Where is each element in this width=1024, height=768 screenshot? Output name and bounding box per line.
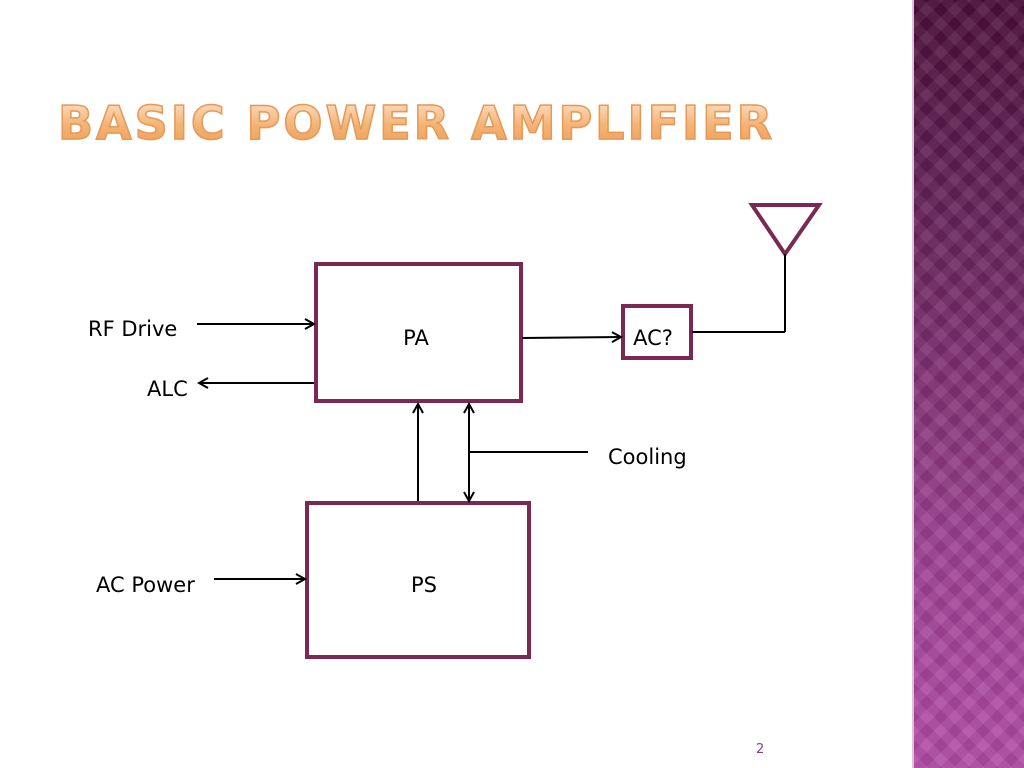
rf-drive-label: RF Drive: [88, 317, 177, 341]
ac-block-label: AC?: [633, 326, 673, 350]
ac-power-label: AC Power: [96, 573, 195, 597]
page-number: 2: [756, 742, 765, 757]
ps-block: [305, 501, 531, 659]
block-diagram: PA PS AC? RF Drive ALC Cooling AC Power: [88, 203, 823, 659]
pa-block-label: PA: [403, 326, 429, 350]
pa-block: [314, 262, 523, 403]
ps-block-label: PS: [411, 573, 437, 597]
alc-label: ALC: [147, 377, 188, 401]
pa-to-ac-arrow: [521, 337, 621, 338]
decorative-side-band: [912, 0, 1024, 768]
antenna-icon: [748, 203, 823, 258]
slide-title: BASIC POWER AMPLIFIER: [57, 96, 775, 150]
cooling-label: Cooling: [608, 445, 687, 469]
